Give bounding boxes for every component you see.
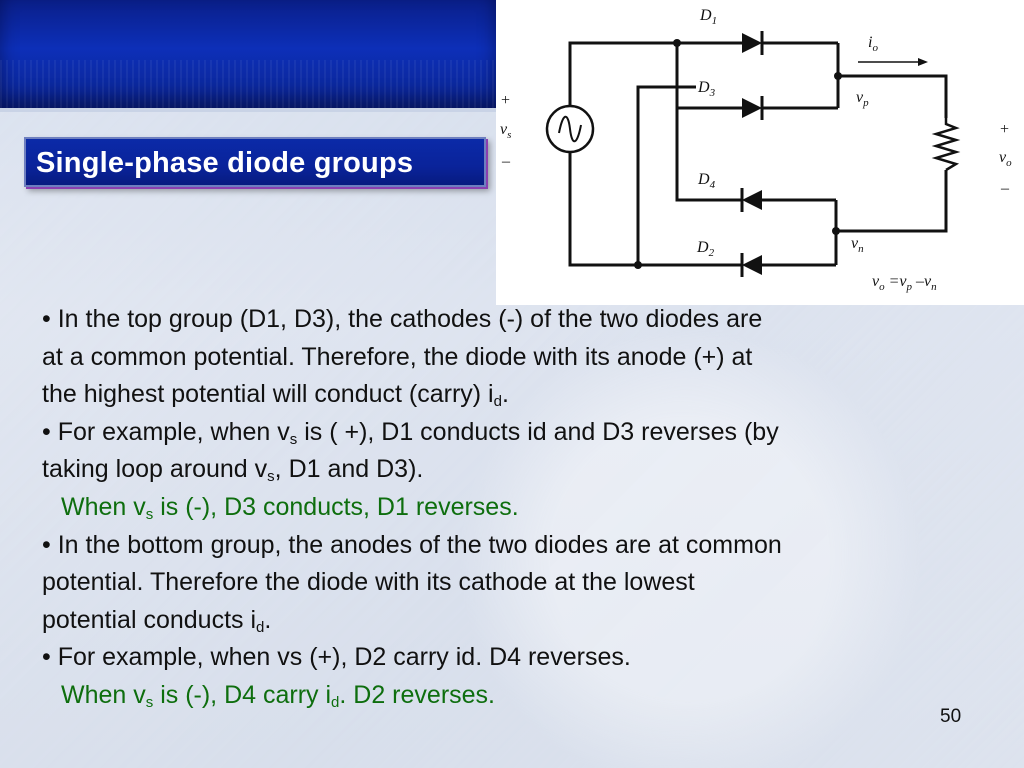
label-vn: vn	[851, 235, 864, 255]
text-line: potential conducts id.	[42, 605, 272, 636]
label-vp: vp	[856, 89, 869, 109]
vo-plus: +	[1000, 121, 1009, 138]
label-vs: vs	[500, 121, 511, 141]
ac-source-icon	[545, 104, 595, 154]
circuit-svg: D1 D3 D4 D2 io vp vn + vs – + vo – vo =v…	[500, 7, 1012, 293]
current-arrow-icon	[858, 58, 928, 66]
text-line: at a common potential. Therefore, the di…	[42, 342, 753, 371]
text-line: potential. Therefore the diode with its …	[42, 568, 695, 597]
label-d4: D4	[697, 171, 716, 191]
slide-title: Single-phase diode groups	[36, 147, 414, 179]
diode-d2-icon	[740, 253, 762, 277]
header-band	[0, 0, 496, 112]
text-line: the highest potential will conduct (carr…	[42, 380, 509, 411]
resistor-icon	[931, 118, 961, 172]
vs-plus: +	[501, 92, 510, 109]
diode-d4-icon	[740, 188, 762, 212]
label-io: io	[868, 34, 878, 54]
page-number: 50	[940, 706, 962, 727]
label-d2: D2	[696, 239, 715, 259]
text-line: • In the top group (D1, D3), the cathode…	[42, 305, 763, 333]
text-line: • For example, when vs is ( +), D1 condu…	[42, 417, 779, 448]
text-line: taking loop around vs, D1 and D3).	[42, 455, 424, 486]
title-box: Single-phase diode groups	[24, 137, 486, 187]
vo-minus: –	[1000, 180, 1010, 197]
label-d3: D3	[697, 79, 716, 99]
circuit-nodes	[634, 39, 842, 269]
text-line-highlight: When vs is (-), D4 carry id. D2 reverses…	[61, 680, 495, 711]
body-text: • In the top group (D1, D3), the cathode…	[42, 301, 982, 715]
label-vo: vo	[999, 149, 1012, 169]
circuit-wires	[568, 41, 948, 267]
diode-d3-icon	[742, 96, 764, 120]
output-voltage-equation: vo =vp –vn	[872, 273, 937, 293]
label-d1: D1	[699, 7, 717, 27]
diode-d1-icon	[742, 31, 764, 55]
text-line-highlight: When vs is (-), D3 conducts, D1 reverses…	[61, 492, 519, 523]
vs-minus: –	[501, 153, 511, 170]
text-line: • In the bottom group, the anodes of the…	[42, 530, 782, 559]
text-line: • For example, when vs (+), D2 carry id.…	[42, 643, 631, 672]
circuit-diagram: D1 D3 D4 D2 io vp vn + vs – + vo – vo =v…	[496, 0, 1024, 305]
